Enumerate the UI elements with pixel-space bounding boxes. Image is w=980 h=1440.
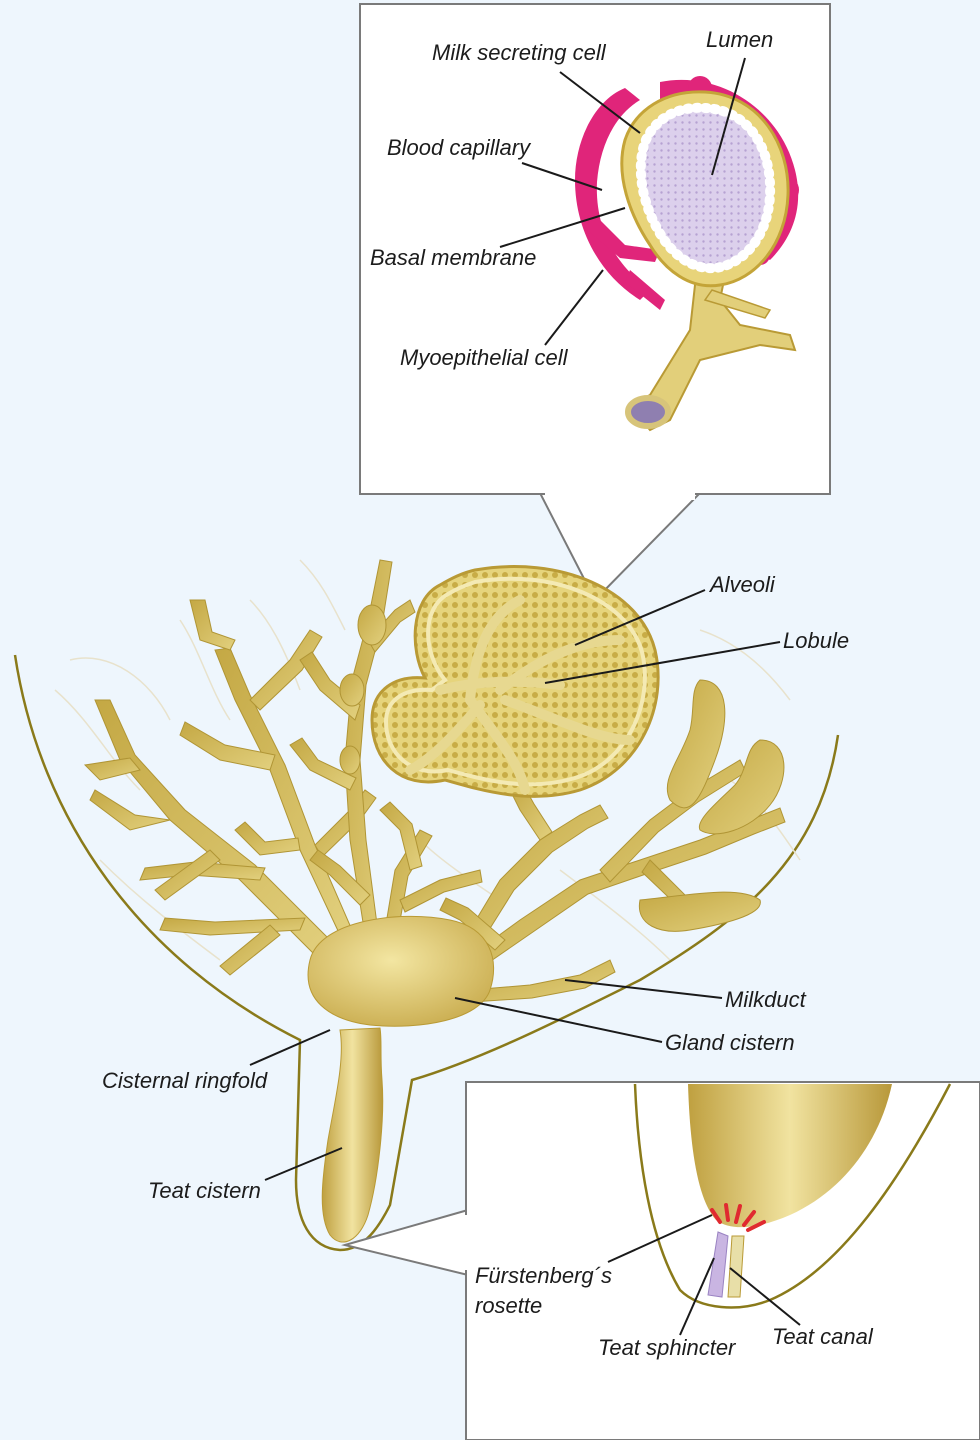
label-teat-sphincter: Teat sphincter: [598, 1335, 737, 1360]
label-teat-cistern: Teat cistern: [148, 1178, 261, 1203]
gland-cistern: [308, 916, 494, 1026]
alveolus-inset: Milk secreting cell Lumen Blood capillar…: [360, 4, 830, 600]
label-furstenberg-rosette-line2: rosette: [475, 1293, 542, 1318]
duct-opening: [628, 398, 668, 426]
label-milkduct: Milkduct: [725, 987, 807, 1012]
label-alveoli: Alveoli: [708, 572, 776, 597]
teat-tip-inset: Fürstenberg´s rosette Teat sphincter Tea…: [345, 1082, 980, 1440]
lobule: [372, 567, 658, 797]
label-blood-capillary: Blood capillary: [387, 135, 532, 160]
label-furstenberg-rosette-line1: Fürstenberg´s: [475, 1263, 612, 1288]
label-cisternal-ringfold: Cisternal ringfold: [102, 1068, 268, 1093]
label-basal-membrane: Basal membrane: [370, 245, 536, 270]
label-lobule: Lobule: [783, 628, 849, 653]
label-gland-cistern: Gland cistern: [665, 1030, 795, 1055]
label-teat-canal: Teat canal: [772, 1324, 874, 1349]
label-lumen: Lumen: [706, 27, 773, 52]
leader-milkduct: [565, 980, 722, 998]
label-myoepithelial-cell: Myoepithelial cell: [400, 345, 569, 370]
teat-cistern: [322, 1028, 382, 1242]
leader-gland-cistern: [455, 998, 662, 1042]
label-milk-secreting-cell: Milk secreting cell: [432, 40, 607, 65]
right-lobe-3: [639, 892, 760, 931]
